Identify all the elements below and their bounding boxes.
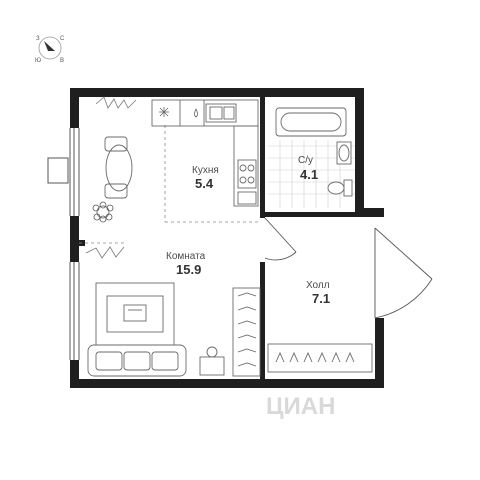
bathroom-door [264,217,297,261]
bathtub [275,107,347,137]
radiator-icon [95,96,137,109]
window-top [47,128,81,216]
snowflake-icon [159,107,169,117]
compass-east: В [60,58,64,64]
bathroom-name: С/у [298,155,313,166]
entrance-door [374,227,433,319]
compass: С З Ю В [35,36,65,64]
kitchen-name: Кухня [192,165,219,176]
bathroom-sink [336,141,352,165]
hall-name: Холл [306,280,330,291]
bathroom-area: 4.1 [300,167,318,182]
wardrobe [232,287,261,377]
dining-set [104,136,133,199]
window-bottom [68,262,81,360]
living-room-area: 15.9 [176,262,201,277]
hall-area: 7.1 [312,291,330,306]
compass-south: Ю [35,58,41,64]
radiator-icon [85,246,125,259]
exterior-walls [70,88,384,388]
plant-icon [92,201,114,223]
hall-wardrobe [267,343,373,373]
compass-west: З [36,36,40,42]
compass-north: С [60,36,65,42]
bathroom-tiles [268,140,355,208]
compass-arrow-icon [44,41,55,51]
kitchen-counter [151,99,259,207]
toilet [327,179,353,197]
kitchen-area: 5.4 [195,176,214,191]
floor-area [74,92,380,384]
sofa [87,344,187,377]
room-separators [79,125,260,244]
living-room-name: Комната [166,251,206,262]
drop-icon [194,108,198,118]
coffee-table [199,346,225,376]
watermark: ЦИАН [266,393,335,420]
